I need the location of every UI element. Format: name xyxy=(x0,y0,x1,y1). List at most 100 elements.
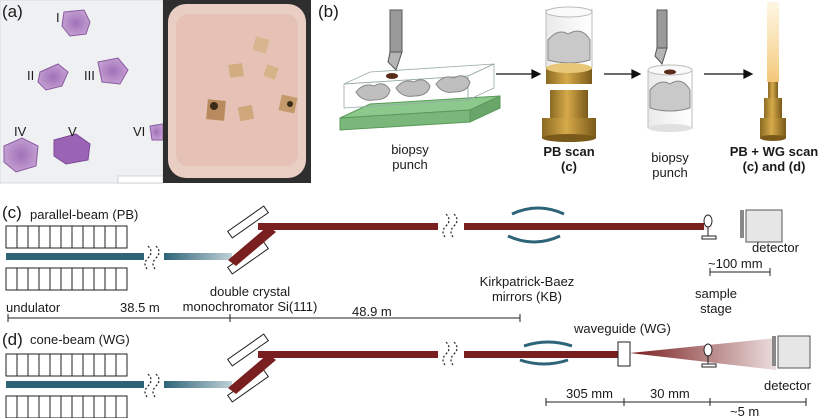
detector-c-label: detector xyxy=(752,240,799,255)
panel-a-label: (a) xyxy=(2,2,23,21)
detector-d xyxy=(772,335,811,369)
undulator-magnet xyxy=(115,267,128,291)
undulator-magnet xyxy=(104,353,117,377)
undulator-array-d xyxy=(5,353,128,418)
undulator-magnet xyxy=(71,267,84,291)
tissue-section-v xyxy=(53,133,91,165)
undulator-magnet xyxy=(93,267,106,291)
monochromator-crystals-c xyxy=(226,205,276,275)
distance-sample-detector-d: ~5 m xyxy=(730,404,760,419)
undulator-magnet xyxy=(60,353,73,377)
undulator-magnet xyxy=(16,395,29,418)
kb-mirror-c-top xyxy=(511,206,565,216)
tissue-section-i xyxy=(61,9,91,37)
section-label-ii: II xyxy=(27,68,35,83)
undulator-magnet xyxy=(27,395,40,418)
pb-title: parallel-beam (PB) xyxy=(30,207,139,222)
undulator-magnet xyxy=(71,395,84,418)
pb-wg-scan-sample xyxy=(760,2,786,141)
undulator-magnet xyxy=(16,353,29,377)
step2-label: PB scan(c) xyxy=(543,144,595,174)
kb-mirror-c-bottom xyxy=(507,234,561,244)
distance-undulator-mono: 38.5 m xyxy=(120,300,160,315)
undulator-beam-c xyxy=(6,253,144,260)
beam-break-marks xyxy=(144,213,458,399)
undulator-magnet xyxy=(115,353,128,377)
undulator-magnet xyxy=(16,267,29,291)
undulator-magnet xyxy=(49,353,62,377)
undulator-magnet xyxy=(5,225,18,249)
paraffin-block-photo xyxy=(163,0,311,183)
undulator-magnet xyxy=(49,225,62,249)
step4-label: PB + WG scan(c) and (d) xyxy=(729,144,819,174)
undulator-magnet xyxy=(27,225,40,249)
monochromator-crystals-d xyxy=(226,333,276,403)
cone-beam xyxy=(630,338,776,370)
undulator-magnet xyxy=(93,395,106,418)
undulator-magnet xyxy=(93,353,106,377)
beam-d-after-break xyxy=(464,351,620,358)
undulator-magnet xyxy=(5,353,18,377)
distance-sample-detector-c: ~100 mm xyxy=(708,256,763,271)
section-label-iv: IV xyxy=(14,124,27,139)
undulator-magnet xyxy=(104,267,117,291)
undulator-beam-d-fade xyxy=(164,381,232,388)
undulator-magnet xyxy=(115,395,128,418)
undulator-magnet xyxy=(82,267,95,291)
panel-b-label: (b) xyxy=(318,2,339,21)
wg-title: cone-beam (WG) xyxy=(30,332,130,347)
undulator-magnet xyxy=(104,395,117,418)
kb-mirror-d xyxy=(519,340,573,366)
undulator-array-c xyxy=(5,225,128,291)
detector-c xyxy=(740,209,783,243)
undulator-label: undulator xyxy=(6,300,61,315)
undulator-magnet xyxy=(82,225,95,249)
histology-slide xyxy=(0,0,164,184)
pb-scan-sample xyxy=(542,6,596,142)
tissue-block-tray xyxy=(339,63,501,131)
beam-d-main xyxy=(258,351,438,358)
beam-c-fade xyxy=(600,223,712,230)
undulator-magnet xyxy=(5,395,18,418)
undulator-magnet xyxy=(104,225,117,249)
undulator-magnet xyxy=(38,353,51,377)
panel-d-label: (d) xyxy=(2,330,23,349)
undulator-beam-d xyxy=(6,381,144,388)
beam-c-main xyxy=(258,223,438,230)
dimension-lines xyxy=(7,268,807,406)
undulator-magnet xyxy=(71,225,84,249)
undulator-magnet xyxy=(27,353,40,377)
distance-mono-kb: 48.9 m xyxy=(352,304,392,319)
section-label-vi: VI xyxy=(133,124,146,139)
sample-stage-c xyxy=(701,214,717,240)
undulator-beam-c-fade xyxy=(164,253,232,260)
undulator-magnet xyxy=(27,267,40,291)
section-label-iii: III xyxy=(84,68,95,83)
undulator-magnet xyxy=(5,267,18,291)
undulator-magnet xyxy=(38,395,51,418)
beam-c-after-break xyxy=(464,223,704,230)
undulator-magnet xyxy=(16,225,29,249)
undulator-magnet xyxy=(60,267,73,291)
distance-kb-wg: 305 mm xyxy=(566,386,613,401)
punch-tool-2 xyxy=(647,9,693,132)
undulator-magnet xyxy=(49,395,62,418)
undulator-magnet xyxy=(60,395,73,418)
punch-tool-1 xyxy=(387,9,403,71)
undulator-magnet xyxy=(60,225,73,249)
distance-wg-sample: 30 mm xyxy=(650,386,690,401)
waveguide-label: waveguide (WG) xyxy=(574,321,671,336)
section-label-v: V xyxy=(68,124,77,139)
undulator-magnet xyxy=(82,353,95,377)
undulator-magnet xyxy=(82,395,95,418)
undulator-magnet xyxy=(49,267,62,291)
section-label-i: I xyxy=(56,10,60,25)
undulator-magnet xyxy=(115,225,128,249)
process-arrows xyxy=(496,69,754,79)
panel-c-label: (c) xyxy=(2,203,22,222)
